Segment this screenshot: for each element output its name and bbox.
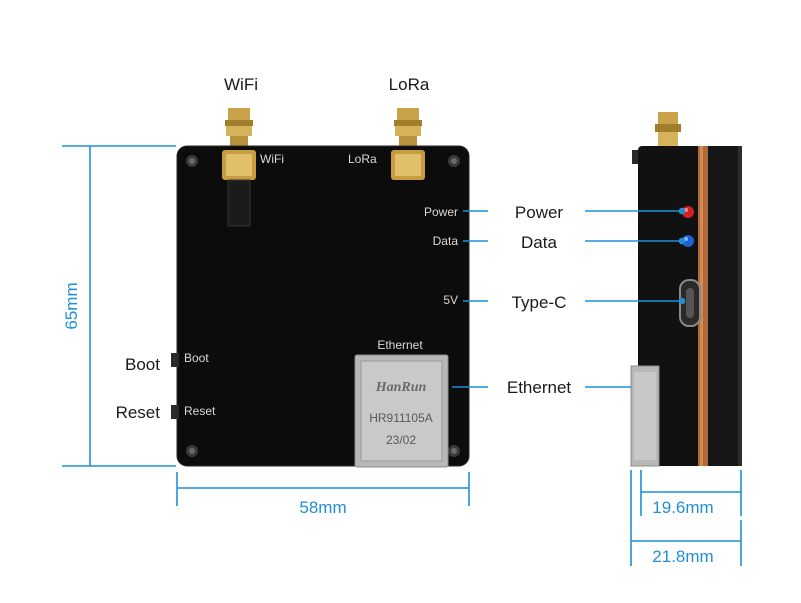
silk-lora: LoRa: [348, 152, 377, 166]
dimension-lines: [62, 145, 742, 566]
label-lora: LoRa: [389, 75, 430, 94]
screw-icon: [186, 155, 460, 457]
callout-lines: [452, 207, 686, 388]
label-power: Power: [515, 203, 564, 222]
dimension-depth-body: 19.6mm: [652, 498, 713, 517]
label-reset: Reset: [116, 403, 161, 422]
rj45-date: 23/02: [386, 433, 416, 447]
silk-ethernet: Ethernet: [377, 338, 423, 352]
dimension-height: 65mm: [62, 282, 81, 329]
rj45-brand: HanRun: [375, 380, 427, 395]
side-view: [630, 112, 742, 467]
silk-boot: Boot: [184, 351, 209, 365]
label-type-c: Type-C: [512, 293, 567, 312]
reset-button: [171, 405, 179, 419]
dimension-depth-total: 21.8mm: [652, 547, 713, 566]
silk-5v: 5V: [443, 293, 458, 307]
rj45-port: [354, 354, 449, 468]
label-ethernet: Ethernet: [507, 378, 572, 397]
dimension-width: 58mm: [299, 498, 346, 517]
silk-reset: Reset: [184, 404, 216, 418]
silk-data: Data: [433, 234, 459, 248]
boot-button: [171, 353, 179, 367]
label-data: Data: [521, 233, 557, 252]
rj45-model: HR911105A: [369, 411, 433, 425]
silk-power: Power: [424, 205, 458, 219]
label-wifi: WiFi: [224, 75, 258, 94]
label-boot: Boot: [125, 355, 160, 374]
silk-wifi: WiFi: [260, 152, 284, 166]
